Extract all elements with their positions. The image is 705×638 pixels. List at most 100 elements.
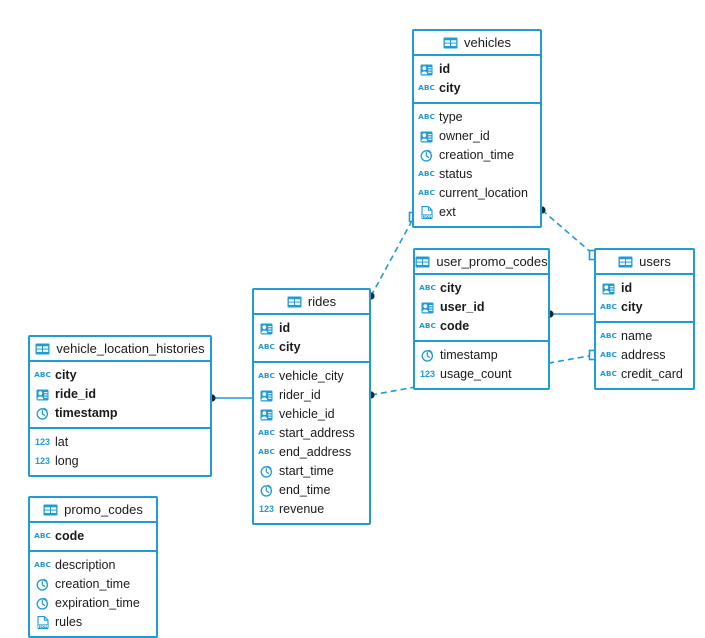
column-name: vehicle_id xyxy=(279,407,335,422)
json-icon: JSON xyxy=(419,206,434,220)
table-title-bar[interactable]: promo_codes xyxy=(30,498,156,523)
column-row[interactable]: id xyxy=(414,60,540,79)
column-row[interactable]: ride_id xyxy=(30,385,210,404)
column-row[interactable]: ABC city xyxy=(254,338,369,357)
column-name: city xyxy=(279,340,301,355)
table-icon xyxy=(618,255,633,269)
relationship-rel-upc-users[interactable] xyxy=(546,310,594,318)
abc-icon: ABC xyxy=(258,429,275,437)
123-icon: 123 xyxy=(34,437,51,447)
abc-icon: ABC xyxy=(600,303,617,311)
column-row[interactable]: ABC address xyxy=(596,346,693,365)
column-row[interactable]: ABC status xyxy=(414,165,540,184)
table-name: user_promo_codes xyxy=(436,254,548,269)
column-name: end_time xyxy=(279,483,331,498)
table-title-bar[interactable]: rides xyxy=(254,290,369,315)
column-row[interactable]: ABC description xyxy=(30,556,156,575)
table-icon xyxy=(43,503,58,517)
column-name: long xyxy=(55,454,79,469)
table-name: vehicle_location_histories xyxy=(56,341,205,356)
column-row[interactable]: rider_id xyxy=(254,386,369,405)
table-icon xyxy=(287,295,302,309)
clock-icon xyxy=(259,484,274,498)
table-title-bar[interactable]: vehicles xyxy=(414,31,540,56)
json-icon: JSON xyxy=(35,616,50,630)
table-icon xyxy=(35,342,50,356)
column-name: rules xyxy=(55,615,83,630)
abc-icon: ABC xyxy=(600,351,617,359)
column-row[interactable]: owner_id xyxy=(414,127,540,146)
column-row[interactable]: id xyxy=(254,319,369,338)
123-icon: 123 xyxy=(419,369,436,379)
column-row[interactable]: timestamp xyxy=(415,346,548,365)
column-row[interactable]: expiration_time xyxy=(30,594,156,613)
relationship-rel-vlh-rides[interactable] xyxy=(208,394,252,402)
abc-icon: ABC xyxy=(34,532,51,540)
column-row[interactable]: JSON rules xyxy=(30,613,156,632)
column-row[interactable]: creation_time xyxy=(30,575,156,594)
abc-icon: ABC xyxy=(34,561,51,569)
column-name: timestamp xyxy=(55,406,118,421)
column-row[interactable]: end_time xyxy=(254,481,369,500)
column-row[interactable]: timestamp xyxy=(30,404,210,423)
table-title-bar[interactable]: vehicle_location_histories xyxy=(30,337,210,362)
clock-icon xyxy=(419,149,434,163)
column-name: city xyxy=(440,281,462,296)
column-row[interactable]: id xyxy=(596,279,693,298)
table-title-bar[interactable]: user_promo_codes xyxy=(415,250,548,275)
relationship-rel-rides-vehicles[interactable] xyxy=(367,211,420,300)
abc-icon: ABC xyxy=(418,170,435,178)
abc-icon: ABC xyxy=(258,343,275,351)
column-row[interactable]: user_id xyxy=(415,298,548,317)
column-name: owner_id xyxy=(439,129,490,144)
column-name: address xyxy=(621,348,666,363)
column-name: user_id xyxy=(440,300,485,315)
column-row[interactable]: start_time xyxy=(254,462,369,481)
column-name: status xyxy=(439,167,473,182)
123-icon: 123 xyxy=(34,456,51,466)
column-row[interactable]: vehicle_id xyxy=(254,405,369,424)
column-row[interactable]: creation_time xyxy=(414,146,540,165)
id-card-icon xyxy=(601,282,616,296)
column-name: description xyxy=(55,558,116,573)
column-name: ride_id xyxy=(55,387,96,402)
column-name: credit_card xyxy=(621,367,683,382)
column-row[interactable]: 123 long xyxy=(30,452,210,471)
column-name: timestamp xyxy=(440,348,498,363)
id-card-icon xyxy=(259,389,274,403)
abc-icon: ABC xyxy=(419,322,436,330)
svg-text:JSON: JSON xyxy=(421,215,432,219)
id-card-icon xyxy=(419,130,434,144)
table-title-bar[interactable]: users xyxy=(596,250,693,275)
abc-icon: ABC xyxy=(600,332,617,340)
